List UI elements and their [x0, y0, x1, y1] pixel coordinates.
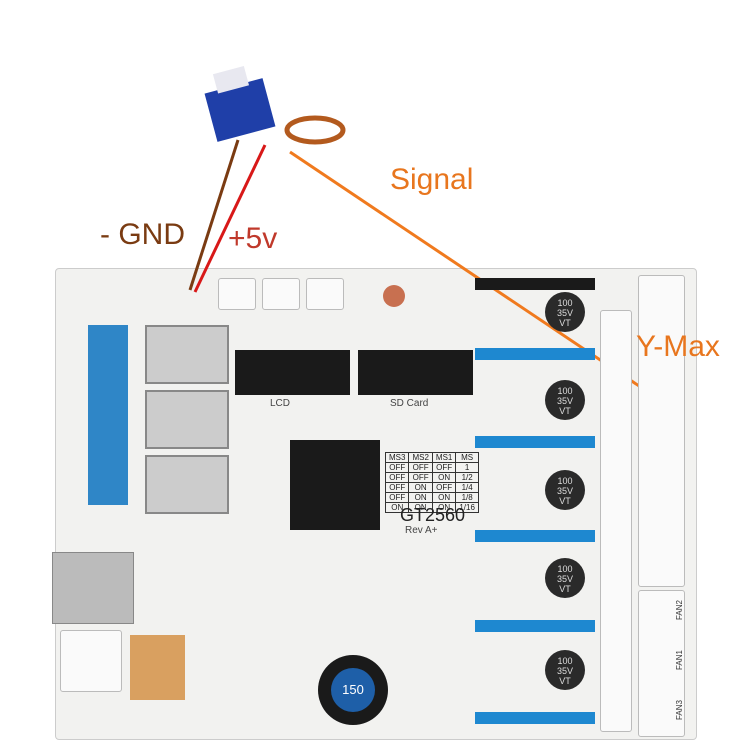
- mosfet-heatsink: [145, 455, 229, 514]
- motor-connectors: [600, 310, 632, 732]
- sd-label: SD Card: [390, 398, 429, 409]
- usb-port: [52, 552, 134, 624]
- mosfet-heatsink: [145, 325, 229, 384]
- endstop-connector: [262, 278, 300, 310]
- signal-label: Signal: [390, 163, 474, 196]
- ymax-label: Y-Max: [636, 330, 720, 363]
- driver-header: [475, 348, 595, 360]
- lcd-label: LCD: [270, 398, 291, 409]
- sd-header: [358, 350, 473, 395]
- fan-connectors: [638, 590, 685, 737]
- vcc-wire: [193, 144, 267, 293]
- vcc-label: +5v: [228, 222, 278, 255]
- fan3-label: FAN3: [675, 700, 684, 721]
- reset-button: [383, 285, 405, 307]
- power-connector: [60, 630, 122, 692]
- lcd-header: [235, 350, 350, 395]
- inductor: 150: [318, 655, 388, 725]
- driver-header: [475, 278, 595, 290]
- mosfet-heatsink: [145, 390, 229, 449]
- endstop-connector: [218, 278, 256, 310]
- board-model: GT2560: [400, 505, 466, 525]
- fuses: [130, 635, 185, 700]
- driver-header: [475, 620, 595, 632]
- driver-header: [475, 530, 595, 542]
- fan2-label: FAN2: [675, 600, 684, 621]
- endstop-connectors: [638, 275, 685, 587]
- microcontroller-chip: [290, 440, 380, 530]
- driver-header: [475, 712, 595, 724]
- fan1-label: FAN1: [675, 650, 684, 671]
- gnd-label: - GND: [100, 218, 185, 251]
- power-terminal-block: [88, 325, 128, 505]
- gnd-wire: [188, 139, 240, 291]
- inductor-label: 150: [331, 668, 375, 712]
- endstop-connector: [306, 278, 344, 310]
- signal-wire: [289, 150, 658, 400]
- driver-header: [475, 436, 595, 448]
- board-revision: Rev A+: [405, 525, 438, 536]
- servo-motor: [204, 65, 346, 145]
